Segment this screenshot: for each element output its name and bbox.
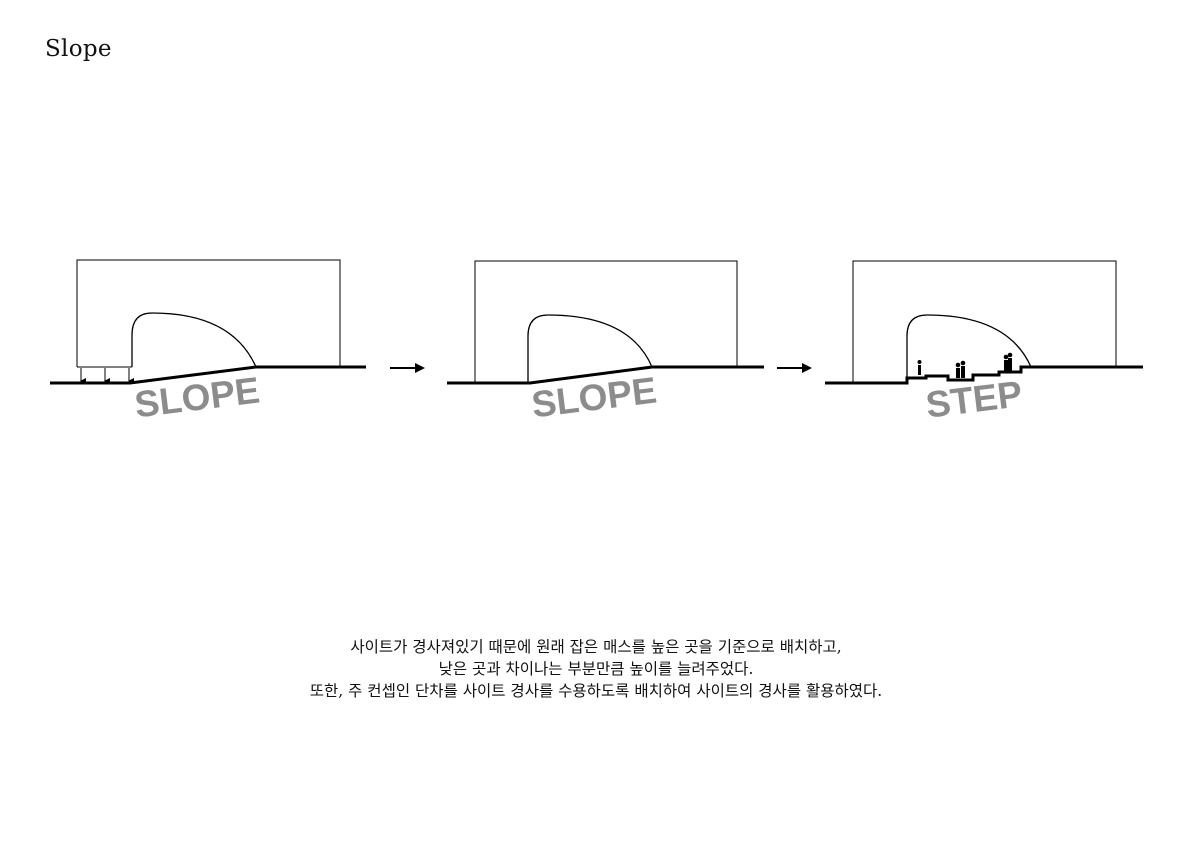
panel-3-vault xyxy=(906,314,1032,383)
panel-3-label: STEP xyxy=(924,373,1025,425)
panel-1-outline xyxy=(76,259,341,367)
caption: 사이트가 경사져있기 때문에 원래 잡은 매스를 높은 곳을 기준으로 배치하고… xyxy=(0,636,1192,702)
panel-1-ground xyxy=(50,365,366,385)
panel-3-stepped-ground xyxy=(825,365,1143,385)
caption-line-1: 사이트가 경사져있기 때문에 원래 잡은 매스를 높은 곳을 기준으로 배치하고… xyxy=(350,638,842,656)
panel-2-vault xyxy=(527,314,653,383)
caption-line-3: 또한, 주 컨셉인 단차를 사이트 경사를 수용하도록 배치하여 사이트의 경사… xyxy=(309,682,883,700)
panel-2-ground xyxy=(447,365,764,385)
people-figure-icon xyxy=(917,352,1013,378)
page-title: Slope xyxy=(45,36,112,62)
panel-2: SLOPE xyxy=(447,260,764,426)
panel-1-label: SLOPE xyxy=(132,370,261,426)
panel-1-vault xyxy=(131,312,257,368)
panel-3: STEP xyxy=(825,260,1143,426)
caption-line-2: 낮은 곳과 차이나는 부분만큼 높이를 늘려주었다. xyxy=(438,660,754,678)
panel-2-outline xyxy=(474,260,738,383)
panel-1: SLOPE xyxy=(50,259,366,426)
panel-3-outline xyxy=(852,260,1117,383)
panel-2-label: SLOPE xyxy=(529,370,658,426)
